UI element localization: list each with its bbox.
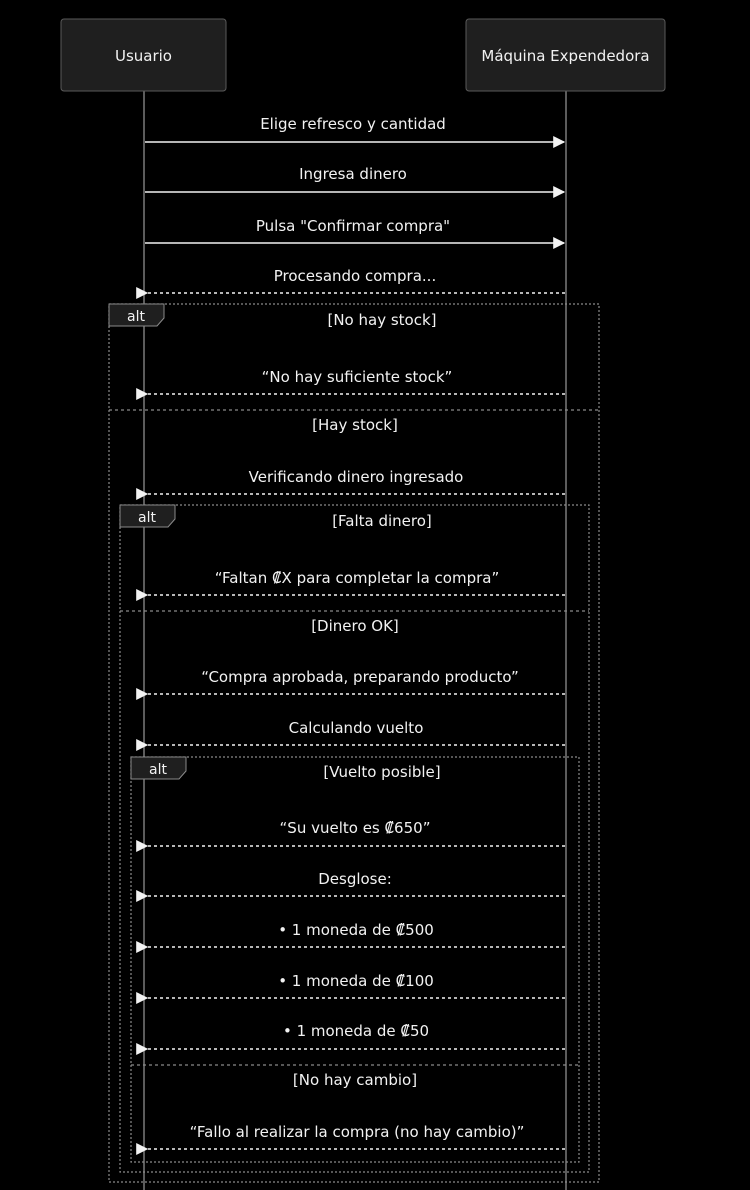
message-label: Calculando vuelto: [289, 719, 424, 737]
message-label: Verificando dinero ingresado: [249, 468, 464, 486]
fragment-condition-label: [No hay stock]: [327, 311, 436, 329]
message-6: “Faltan ₡X para completar la compra”: [136, 569, 565, 601]
message-9: “Su vuelto es ₡650”: [136, 819, 565, 852]
message-8: Calculando vuelto: [136, 719, 565, 751]
fragment-condition-label: [Dinero OK]: [311, 617, 399, 635]
fragment-tab: [119, 504, 176, 528]
fragment-border: [108, 303, 600, 1183]
fragment-type-label: alt: [138, 510, 156, 526]
fragment-alt-dinero: alt [Falta dinero] [Dinero OK]: [119, 504, 590, 1173]
message-0: Elige refresco y cantidad: [145, 115, 566, 148]
message-label: • 1 moneda de ₡500: [278, 921, 434, 939]
fragment-condition-label: [Hay stock]: [312, 416, 398, 434]
message-4: “No hay suficiente stock”: [136, 368, 565, 400]
fragment-condition-label: [No hay cambio]: [293, 1071, 417, 1089]
message-14: “Fallo al realizar la compra (no hay cam…: [136, 1123, 565, 1155]
message-label: • 1 moneda de ₡50: [283, 1022, 429, 1040]
fragment-condition-label: [Vuelto posible]: [323, 763, 440, 781]
message-3: Procesando compra...: [136, 267, 565, 299]
message-1: Ingresa dinero: [145, 165, 566, 198]
message-label: Desglose:: [318, 870, 392, 888]
message-label: “Fallo al realizar la compra (no hay cam…: [190, 1123, 525, 1141]
fragment-tab: [130, 756, 187, 780]
message-label: Elige refresco y cantidad: [260, 115, 446, 133]
message-5: Verificando dinero ingresado: [136, 468, 565, 500]
fragment-type-label: alt: [127, 309, 145, 325]
message-label: “Faltan ₡X para completar la compra”: [215, 569, 499, 587]
message-7: “Compra aprobada, preparando producto”: [136, 668, 565, 700]
message-2: Pulsa "Confirmar compra": [145, 217, 566, 249]
fragment-alt-stock: alt [No hay stock] [Hay stock]: [108, 303, 600, 1183]
fragment-tab: [108, 303, 165, 327]
fragment-alt-vuelto: alt [Vuelto posible] [No hay cambio]: [130, 756, 580, 1163]
message-label: “Compra aprobada, preparando producto”: [201, 668, 519, 686]
actor-maquina: Máquina Expendedora: [465, 18, 666, 92]
message-12: • 1 moneda de ₡100: [136, 972, 565, 1004]
message-label: “No hay suficiente stock”: [262, 368, 453, 386]
fragment-condition-label: [Falta dinero]: [332, 512, 432, 530]
message-13: • 1 moneda de ₡50: [136, 1022, 565, 1055]
message-10: Desglose:: [136, 870, 565, 902]
message-label: Procesando compra...: [274, 267, 436, 285]
fragment-border: [130, 756, 580, 1163]
message-label: • 1 moneda de ₡100: [278, 972, 434, 990]
fragment-type-label: alt: [149, 762, 167, 778]
actor-usuario: Usuario: [60, 18, 227, 92]
message-label: Pulsa "Confirmar compra": [256, 217, 450, 235]
actor-label-maquina: Máquina Expendedora: [481, 47, 649, 65]
actor-label-usuario: Usuario: [115, 47, 172, 65]
message-label: “Su vuelto es ₡650”: [280, 819, 431, 837]
message-11: • 1 moneda de ₡500: [136, 921, 565, 953]
actor-box-usuario: [60, 18, 227, 92]
message-label: Ingresa dinero: [299, 165, 407, 183]
actor-box-maquina: [465, 18, 666, 92]
